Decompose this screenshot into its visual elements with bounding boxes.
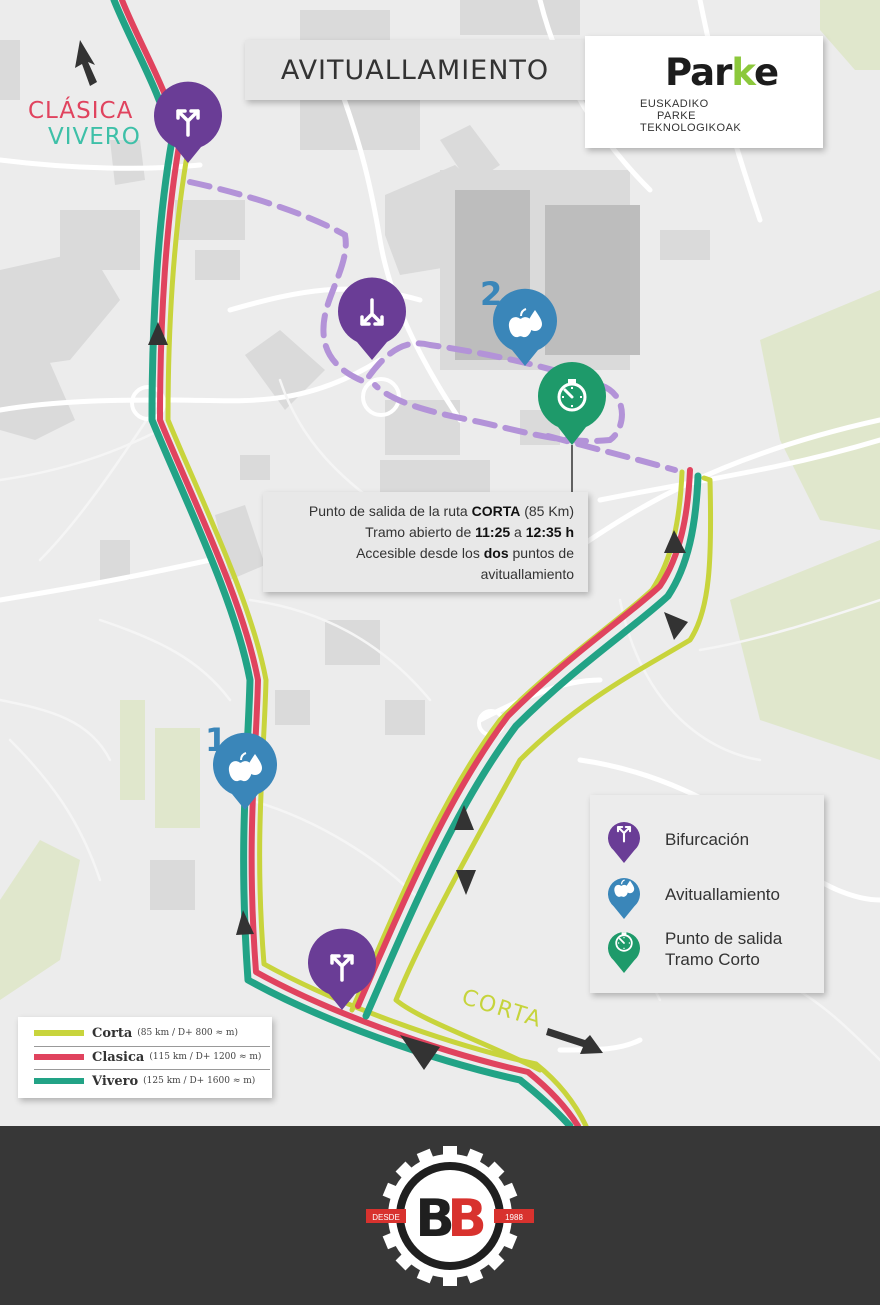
start-short-route-pin[interactable] xyxy=(538,362,606,445)
note-line-3: Accesible desde los dos puntos de xyxy=(356,545,574,561)
fork-pin-top[interactable] xyxy=(154,81,222,163)
map-background xyxy=(0,0,880,1053)
aid-station-number-2: 2 xyxy=(480,275,502,313)
short-route-start-note: Punto de salida de la ruta CORTA (85 Km)… xyxy=(263,492,588,592)
legend-swatch-corta xyxy=(34,1030,84,1036)
bb-club-badge: DESDE 1988 B B xyxy=(366,1146,534,1286)
route-vivero-west xyxy=(110,0,574,1126)
arrow-up-east-top xyxy=(664,530,686,553)
aid-station-pin-2[interactable] xyxy=(493,288,557,366)
legend-divider xyxy=(34,1069,270,1070)
arrow-down-east xyxy=(456,870,476,895)
legend-avituallamiento: Avituallamiento xyxy=(665,885,780,904)
route-label-clasica: CLÁSICA xyxy=(28,98,134,124)
svg-text:B: B xyxy=(415,1189,455,1249)
map-pin-markers: 2 1 xyxy=(154,81,606,1010)
svg-text:DESDE: DESDE xyxy=(372,1213,400,1222)
route-clasica-west xyxy=(119,0,581,1126)
svg-text:B: B xyxy=(447,1189,487,1249)
route-label-vivero: VIVERO xyxy=(48,124,141,150)
aid-station-number-1: 1 xyxy=(205,721,227,759)
route-map[interactable]: 2 1 xyxy=(0,0,880,1126)
legend-swatch-clasica xyxy=(34,1054,84,1060)
north-arrow xyxy=(75,40,97,86)
arrow-up-east-mid xyxy=(454,805,474,830)
parke-logo: Parke EUSKADIKO PARKE TEKNOLOGIKOAK xyxy=(585,36,823,148)
legend-salida: Punto de salida Tramo Corto xyxy=(665,929,783,969)
dashed-link-route xyxy=(187,179,678,473)
route-legend: Corta (85 km / D+ 800 ≈ m) Clasica (115 … xyxy=(18,1017,272,1098)
legend-row-corta: Corta (85 km / D+ 800 ≈ m) xyxy=(34,1024,238,1042)
icon-legend: Bifurcación Avituallamiento Punto de sal… xyxy=(590,795,824,993)
note-line-4: avituallamiento xyxy=(480,566,574,582)
note-line-2: Tramo abierto de 11:25 a 12:35 h xyxy=(365,524,574,540)
split-pin-middle[interactable] xyxy=(338,277,406,360)
avituallamiento-legend-icon xyxy=(608,878,640,919)
note-line-1: Punto de salida de la ruta CORTA (85 Km) xyxy=(308,503,574,519)
legend-bifurcacion: Bifurcación xyxy=(665,830,750,849)
route-lines xyxy=(110,0,714,1126)
arrow-east-bottom xyxy=(400,1035,440,1070)
legend-swatch-vivero xyxy=(34,1078,84,1084)
legend-row-clasica: Clasica (115 km / D+ 1200 ≈ m) xyxy=(34,1048,261,1066)
page-title: AVITUALLAMIENTO xyxy=(280,54,550,86)
route-corta-return xyxy=(393,475,714,1073)
bifurcacion-legend-icon xyxy=(608,822,640,863)
salida-legend-icon xyxy=(608,931,640,973)
title-banner: AVITUALLAMIENTO xyxy=(245,40,585,100)
corta-exit-arrow xyxy=(546,1028,603,1054)
fork-pin-bottom[interactable] xyxy=(308,928,376,1010)
direction-arrows xyxy=(148,322,688,1070)
footer-bar: DESDE 1988 B B xyxy=(0,1126,880,1305)
legend-divider xyxy=(34,1046,270,1047)
route-vivero-east xyxy=(362,472,702,1020)
parke-logo-word: Parke xyxy=(665,51,779,94)
arrow-down-east-top xyxy=(664,612,688,640)
arrow-up-west-lower xyxy=(236,910,254,935)
legend-row-vivero: Vivero (125 km / D+ 1600 ≈ m) xyxy=(34,1072,255,1090)
aid-station-pin-1[interactable] xyxy=(213,732,277,810)
arrow-up-west xyxy=(148,322,168,345)
parke-logo-subtitle: EUSKADIKO PARKE TEKNOLOGIKOAK xyxy=(640,98,742,134)
svg-text:1988: 1988 xyxy=(505,1213,523,1222)
